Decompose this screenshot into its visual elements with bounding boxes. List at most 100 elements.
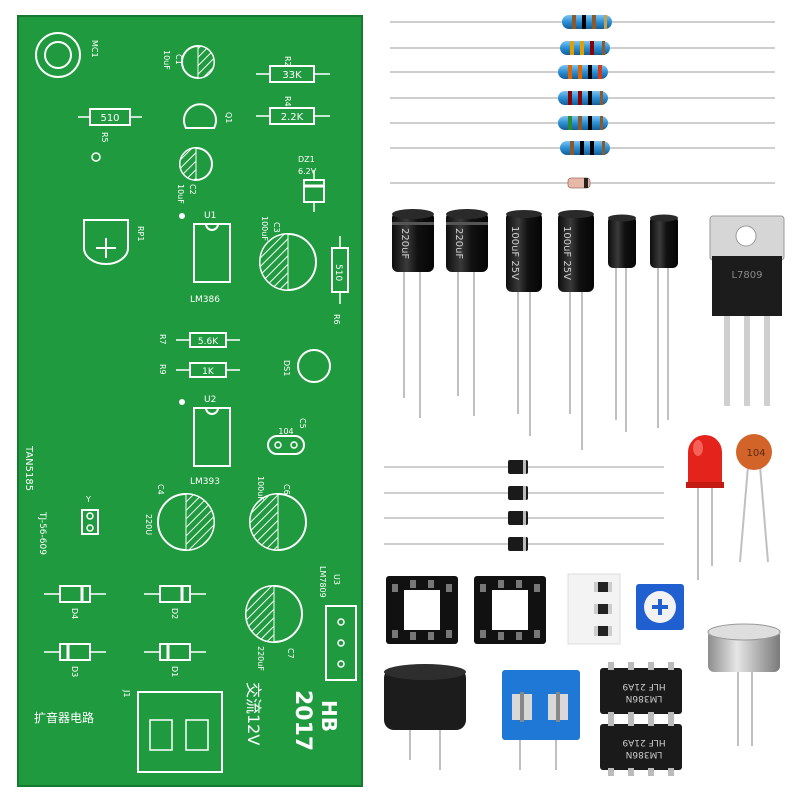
r9-value: 1K: [202, 367, 215, 377]
capacitor-220uf: 220uF: [392, 209, 434, 418]
capacitor-10uf: [608, 214, 636, 432]
chip-label-bottom: LM386N: [626, 693, 663, 703]
u2-chip: LM393: [190, 477, 220, 487]
capacitor-label: 220uF: [399, 228, 410, 259]
r4-footprint: [256, 107, 330, 125]
r2-label: R2: [283, 56, 292, 67]
resistor: [390, 15, 775, 29]
regulator-label: L7809: [731, 270, 762, 281]
ic-chip-lm386: HLF 21A9 LM386N: [600, 718, 682, 776]
c1-label: C1: [174, 54, 183, 65]
ac-label: 交流12V: [244, 682, 263, 745]
ceramic-label: 104: [746, 448, 765, 459]
mc1-label: MC1: [90, 40, 99, 58]
q1-footprint: [183, 103, 217, 129]
r7-footprint: [176, 332, 240, 348]
capacitor-10uf: [650, 214, 678, 428]
r2-value: 33K: [282, 70, 302, 81]
r6-value: 510: [333, 264, 343, 281]
resistor: [390, 41, 775, 55]
dz1-value: 6.2V: [298, 167, 317, 176]
c3-footprint: [259, 233, 317, 291]
electrolytic-capacitors: 220uF 220uF 100uF 25V 100uF 25V: [392, 209, 678, 450]
hb-label: HB: [317, 700, 341, 732]
zener-diode: [390, 177, 775, 189]
resistor: [390, 91, 775, 105]
red-led: [686, 435, 724, 580]
c5-label: C5: [298, 418, 307, 429]
c6-footprint: [249, 493, 307, 551]
r5-value: 510: [100, 113, 119, 124]
r4-label: R4: [283, 96, 292, 107]
d2-footprint: [144, 585, 206, 603]
rp1-footprint: [83, 219, 129, 265]
r6-label: R6: [332, 314, 341, 325]
voltage-regulator: L7809: [709, 215, 785, 406]
u1-footprint: [179, 213, 231, 283]
buzzer: [384, 664, 466, 770]
diode: [384, 511, 664, 525]
mc1-footprint: [35, 32, 81, 78]
r9-label: R9: [158, 364, 167, 375]
electret-microphone: [707, 623, 781, 746]
capacitor-220uf: 220uF: [446, 209, 488, 416]
rp1-label: RP1: [136, 226, 145, 241]
r9-footprint: [176, 362, 240, 378]
c4-label: C4: [156, 484, 165, 495]
c2-footprint: [179, 147, 213, 181]
y-label: Y: [85, 495, 91, 504]
j1-footprint: [137, 691, 223, 773]
c3-label: C3: [272, 222, 281, 233]
u2-footprint: [179, 399, 231, 467]
ic-socket: [386, 576, 458, 644]
c6-label: C6: [282, 484, 291, 495]
resistor: [390, 65, 775, 79]
capacitor-100uf: 100uF 25V: [558, 210, 594, 450]
diode: [384, 537, 664, 551]
ceramic-capacitor: 104: [736, 434, 772, 563]
pcb-board: MC1 C1 10uF 33K R2 2.2K R4 Q1: [17, 15, 363, 787]
c6-value: 100uF: [256, 476, 265, 501]
r6-footprint: [331, 236, 349, 304]
d1-label: D1: [170, 666, 179, 677]
c3-value: 100uF: [260, 216, 269, 241]
c2-label: C2: [188, 184, 197, 195]
q1-label: Q1: [224, 112, 233, 123]
resistor: [390, 141, 775, 155]
d3-footprint: [44, 643, 106, 661]
r2-footprint: [256, 65, 330, 83]
d3-label: D3: [70, 666, 79, 677]
c4-value: 220U: [144, 514, 153, 535]
chip-label-bottom: LM386N: [626, 749, 663, 759]
screw-terminal: [502, 670, 580, 770]
d4-footprint: [44, 585, 106, 603]
r4-value: 2.2K: [281, 112, 304, 123]
diode-row: [384, 460, 664, 551]
u1-label: U1: [204, 211, 216, 221]
resistor-row: [390, 15, 775, 189]
trimmer-potentiometer: [636, 584, 684, 630]
c2-value: 10uF: [176, 184, 185, 204]
chip-label-top: HLF 21A9: [622, 681, 665, 691]
ds1-label: DS1: [282, 360, 291, 376]
c1-footprint: [181, 45, 215, 79]
capacitor-label: 100uF 25V: [509, 226, 520, 280]
ic-socket: [474, 576, 546, 644]
u2-label: U2: [204, 395, 216, 405]
u1-chip: LM386: [190, 295, 220, 305]
d4-label: D4: [70, 608, 79, 619]
c7-value: 220uF: [256, 646, 265, 671]
capacitor-100uf: 100uF 25V: [506, 210, 542, 436]
u3-value: LM7809: [318, 566, 327, 598]
capacitor-label: 100uF 25V: [561, 226, 572, 280]
smd-resistor-tape: [567, 573, 621, 645]
j1-label: J1: [122, 689, 131, 697]
tj-code: TJ-56-609: [37, 511, 47, 555]
u3-footprint: [325, 605, 357, 681]
r5-label: R5: [100, 132, 109, 143]
r5-footprint: [78, 108, 142, 162]
dz1-label: DZ1: [298, 155, 315, 164]
diode: [384, 486, 664, 500]
tan-code: TAN5185: [23, 445, 34, 491]
